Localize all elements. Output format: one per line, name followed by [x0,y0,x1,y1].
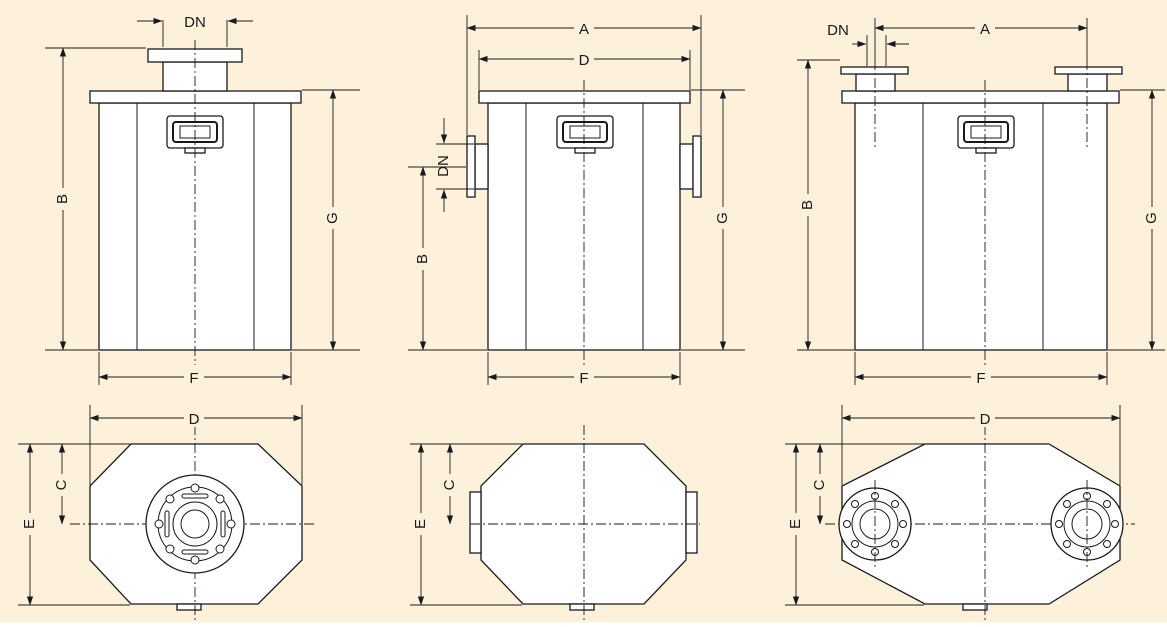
top-flange-plate [89,90,302,104]
dim-label-f: F [579,370,588,387]
dim-label-dn: DN [435,155,452,177]
dim-label-b: B [414,254,431,264]
right-nozzle [679,143,694,190]
view-front-side-outlets: A D DN B G F [408,15,745,387]
outlet-flange-right [1054,66,1123,75]
right-nozzle [685,491,698,554]
left-nozzle [469,491,482,554]
top-outlet-flange [145,474,245,574]
dim-label-b: B [54,194,71,204]
dim-label-d: D [189,411,200,428]
level-gauge-icon [556,115,614,154]
dim-label-c: C [53,479,70,490]
dim-label-c: C [811,479,828,490]
view-top-side-outlets: C E [410,425,700,620]
dim-label-b: B [799,200,816,210]
outlet-neck-left [855,73,896,92]
dim-label-g: G [1143,212,1160,224]
dim-label-e: E [787,519,804,529]
dim-label-a: A [579,21,589,38]
view-front-two-outlets: A DN B G F [797,18,1165,387]
level-gauge-icon [957,115,1015,154]
outlet-neck-right [1067,73,1108,92]
dim-label-e: E [412,519,429,529]
dim-label-g: G [324,212,341,224]
dim-label-d: D [980,411,991,428]
dim-label-d: D [579,52,590,69]
outlet-flange-left [840,66,909,75]
top-flange-plate [478,90,691,104]
dim-label-a: A [980,21,990,38]
dim-label-c: C [441,479,458,490]
dim-label-dn: DN [827,22,849,39]
dim-label-f: F [976,370,985,387]
left-nozzle [474,143,489,190]
dim-label-f: F [189,370,198,387]
view-top-two-outlets: D C E [785,405,1135,620]
view-top-single-outlet: D C E [18,405,315,620]
dim-label-dn: DN [184,14,206,31]
top-flange-plate [841,90,1120,104]
dim-label-g: G [714,212,731,224]
view-front-top-outlet: DN B G F [45,14,360,387]
dim-label-e: E [21,519,38,529]
